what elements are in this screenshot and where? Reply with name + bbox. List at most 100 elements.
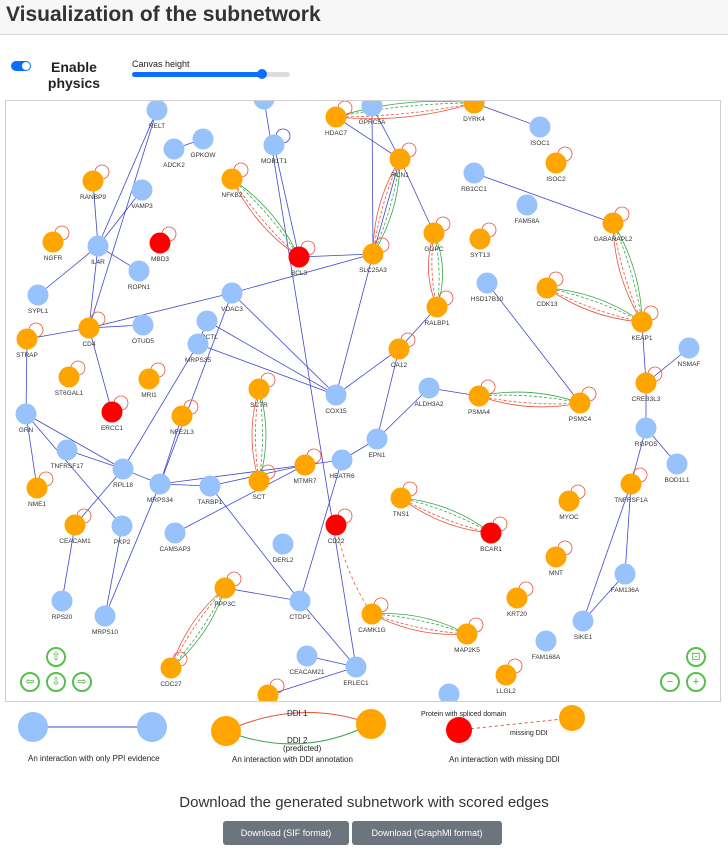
node-vamp3[interactable] (131, 179, 153, 201)
node-myoc[interactable] (558, 490, 580, 512)
slider-thumb[interactable] (256, 69, 267, 79)
download-sif-button[interactable]: Download (SIF format) (223, 821, 349, 845)
zoom-in-button[interactable]: + (686, 672, 706, 692)
node-adck2[interactable] (163, 138, 185, 160)
node-il4r[interactable] (87, 235, 109, 257)
node-tnfrsf17[interactable] (56, 439, 78, 461)
node-mnt[interactable] (545, 546, 567, 568)
node-botd1[interactable] (257, 684, 279, 702)
pan-left-button[interactable]: ⇦ (20, 672, 40, 692)
node-tarbp1[interactable] (199, 475, 221, 497)
canvas-height-slider[interactable] (132, 69, 290, 79)
node-botp1[interactable] (438, 683, 460, 702)
node-sct[interactable] (248, 470, 270, 492)
node-nsmaf[interactable] (678, 337, 700, 359)
node-cdk13[interactable] (536, 277, 558, 299)
node-grn[interactable] (15, 403, 37, 425)
node-tns1[interactable] (390, 487, 412, 509)
fit-view-button[interactable]: ⊡ (686, 647, 706, 667)
node-cdc27[interactable] (160, 657, 182, 679)
node-pkp2[interactable] (111, 515, 133, 537)
node-dyrk4[interactable] (463, 101, 485, 114)
node-mrps35[interactable] (187, 333, 209, 355)
node-ppp3c[interactable] (214, 577, 236, 599)
node-cd22[interactable] (325, 514, 347, 536)
node-bcl3[interactable] (288, 246, 310, 268)
node-fam136a[interactable] (614, 563, 636, 585)
node-ercc1[interactable] (101, 401, 123, 423)
pan-up-button[interactable]: ⇧ (46, 647, 66, 667)
node-rpl18[interactable] (112, 458, 134, 480)
node-heatr6[interactable] (331, 449, 353, 471)
node-isoc1[interactable] (529, 116, 551, 138)
node-ca12[interactable] (388, 338, 410, 360)
node-psma4[interactable] (468, 385, 490, 407)
node-syt13[interactable] (469, 228, 491, 250)
zoom-out-button[interactable]: − (660, 672, 680, 692)
node-strap[interactable] (16, 328, 38, 350)
node-rcn1[interactable] (389, 148, 411, 170)
node-nme1[interactable] (26, 477, 48, 499)
node-otud5[interactable] (132, 314, 154, 336)
node-topx[interactable] (253, 101, 275, 110)
node-psmc4[interactable] (569, 392, 591, 414)
pan-down-button[interactable]: ⇩ (46, 672, 66, 692)
node-cd4[interactable] (78, 317, 100, 339)
node-creb3l3[interactable] (635, 372, 657, 394)
node-ceacam21[interactable] (296, 645, 318, 667)
node-rps20[interactable] (51, 590, 73, 612)
node-map2k5[interactable] (456, 623, 478, 645)
pan-right-button[interactable]: ⇨ (72, 672, 92, 692)
node-bcar1[interactable] (480, 522, 502, 544)
node-llgl2[interactable] (495, 664, 517, 686)
node-keap1[interactable] (631, 311, 653, 333)
node-derl2[interactable] (272, 533, 294, 555)
node-gopc[interactable] (423, 222, 445, 244)
network-graph[interactable]: RELTADCK2GPKOWRANBP9VAMP3NFKB2MOB1T1HDAC… (6, 101, 720, 701)
node-gpctl[interactable] (196, 310, 218, 332)
node-fam168a[interactable] (535, 630, 557, 652)
node-sypl1[interactable] (27, 284, 49, 306)
node-nfkb2[interactable] (221, 168, 243, 190)
node-krt20[interactable] (506, 587, 528, 609)
download-graphml-button[interactable]: Download (GraphMl format) (352, 821, 502, 845)
node-sike1[interactable] (572, 610, 594, 632)
node-gabarapl2[interactable] (602, 212, 624, 234)
node-mri1[interactable] (138, 368, 160, 390)
node-ranbp9[interactable] (82, 170, 104, 192)
physics-toggle[interactable] (11, 61, 31, 71)
node-ceacam1[interactable] (64, 514, 86, 536)
node-slc25a3[interactable] (362, 243, 384, 265)
node-sctr[interactable] (248, 378, 270, 400)
node-hdac7[interactable] (325, 106, 347, 128)
node-mrps10[interactable] (94, 605, 116, 627)
node-st6gal1[interactable] (58, 366, 80, 388)
node-fam58a[interactable] (516, 194, 538, 216)
node-mobt1[interactable] (263, 134, 285, 156)
node-camk1g[interactable] (361, 603, 383, 625)
node-ropn1[interactable] (128, 260, 150, 282)
node-mbd3[interactable] (149, 232, 171, 254)
node-hsd17b10[interactable] (476, 272, 498, 294)
node-ctdp1[interactable] (289, 590, 311, 612)
node-rgpd5[interactable] (635, 417, 657, 439)
node-relt[interactable] (146, 101, 168, 121)
node-ngfr[interactable] (42, 231, 64, 253)
node-camsap3[interactable] (164, 522, 186, 544)
node-gprc5a[interactable] (361, 101, 383, 117)
node-vdac3[interactable] (221, 282, 243, 304)
node-mtmr7[interactable] (294, 454, 316, 476)
node-isoc2[interactable] (545, 152, 567, 174)
node-nfe2l3[interactable] (171, 405, 193, 427)
node-ralbp1[interactable] (426, 296, 448, 318)
node-epn1[interactable] (366, 428, 388, 450)
node-rb1cc1[interactable] (463, 162, 485, 184)
node-bod1l1[interactable] (666, 453, 688, 475)
node-erlec1[interactable] (345, 656, 367, 678)
node-tnfrsf1a[interactable] (620, 473, 642, 495)
node-cox15[interactable] (325, 384, 347, 406)
node-gpkow[interactable] (192, 128, 214, 150)
node-aldh3a2[interactable] (418, 377, 440, 399)
node-mrps34[interactable] (149, 473, 171, 495)
